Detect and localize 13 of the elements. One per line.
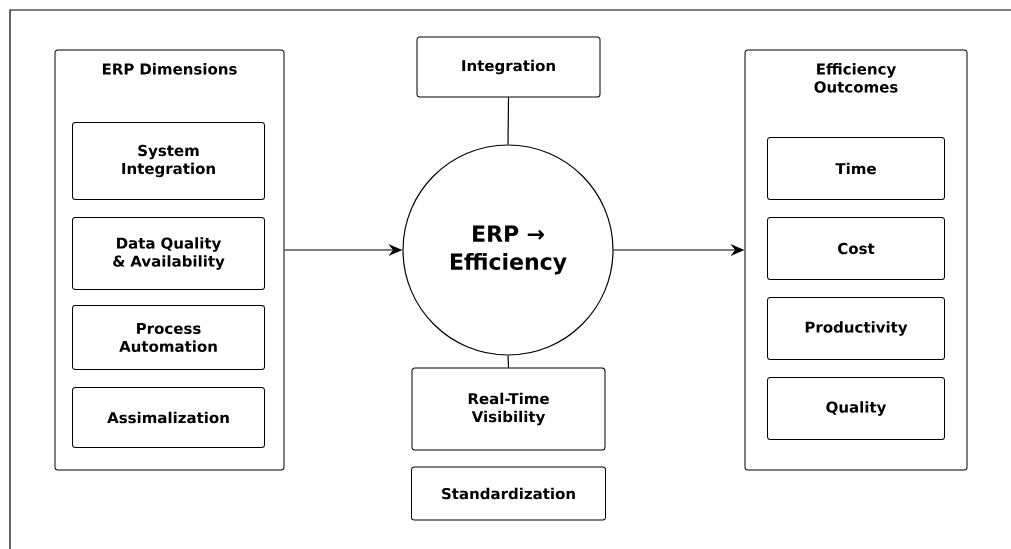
item-box: Assimalization xyxy=(72,387,265,448)
item-box: Process Automation xyxy=(72,305,265,370)
item-box: Real-Time Visibility xyxy=(411,367,606,451)
item-box: Standardization xyxy=(411,466,606,521)
connector-line xyxy=(507,96,510,145)
item-box: Data Quality & Availability xyxy=(72,217,265,290)
item-box: Cost xyxy=(767,217,945,280)
item-box: Quality xyxy=(767,377,945,440)
connector-line xyxy=(507,355,510,369)
item-box: Integration xyxy=(416,36,601,98)
item-box: System Integration xyxy=(72,122,265,200)
item-box: Productivity xyxy=(767,297,945,360)
item-box: Time xyxy=(767,137,945,200)
